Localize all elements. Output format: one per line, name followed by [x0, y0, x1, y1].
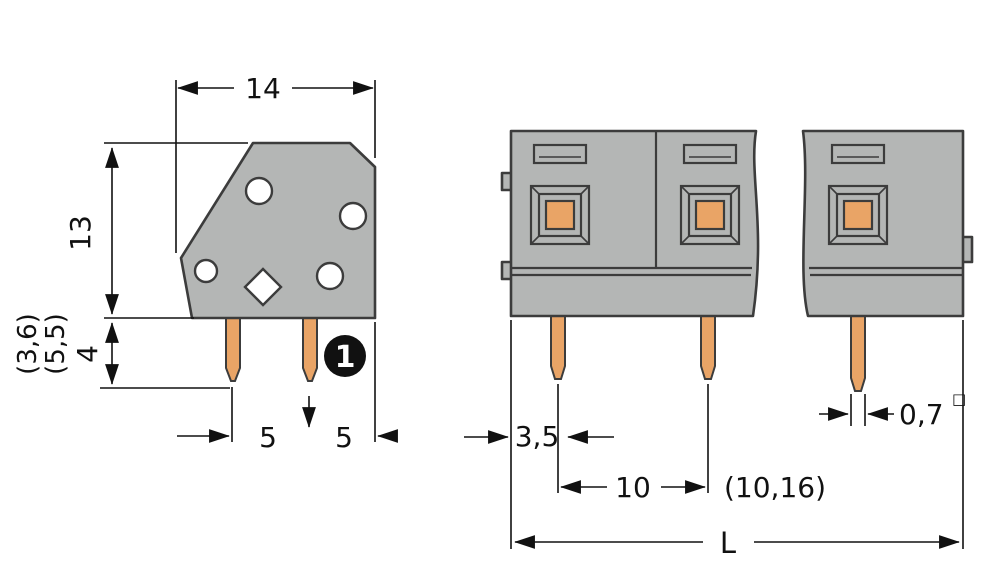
terminal-body-front-right [801, 129, 965, 318]
clamp-opening-mid [687, 192, 733, 238]
clamp-bevel [878, 235, 888, 245]
badge-number: 1 [335, 340, 356, 375]
clamp-bevel [828, 235, 838, 245]
diamond-hole [243, 267, 283, 307]
dim-label-pin-width: 0,7 [899, 398, 944, 431]
clamp-bevel [580, 235, 590, 245]
terminal-body-side [179, 141, 377, 320]
solder-pin-front-3 [850, 315, 866, 392]
top-slot [532, 143, 588, 165]
dim-label-alt-height-2: (5,5) [41, 313, 71, 375]
dim-label-body-width: 14 [245, 72, 281, 105]
top-slot [830, 143, 886, 165]
clamp-opening-outer [827, 184, 889, 246]
solder-pin-side-left [225, 317, 241, 382]
badge-circle [324, 335, 366, 377]
hole-left [193, 258, 219, 284]
top-slot [682, 143, 738, 165]
clamp-opening-outer [679, 184, 741, 246]
front-view [500, 129, 974, 392]
dim-label-alt-height-1: (3,6) [13, 313, 43, 375]
hole-top [244, 176, 274, 206]
clamp-bevel [730, 185, 740, 195]
module-1 [529, 143, 591, 246]
dimensions: 14 13 (3,6) (5,5) 4 5 5 3,5 10 (10,16) 0… [13, 72, 966, 560]
clamp-bevel [730, 235, 740, 245]
module-2 [679, 143, 741, 246]
clamp-spring [842, 199, 874, 231]
clamp-bevel [530, 235, 540, 245]
clamp-opening-mid [835, 192, 881, 238]
dim-label-pin-length: 4 [71, 345, 104, 363]
clamp-spring [694, 199, 726, 231]
dim-label-total-length: L [720, 526, 736, 560]
dim-label-pin-width-mark: □ [952, 390, 966, 408]
dim-label-pin-spacing-b: 5 [335, 421, 353, 454]
hole-bottom-right [315, 261, 345, 291]
solder-pin-front-2 [700, 315, 716, 380]
clamp-bevel [828, 185, 838, 195]
dim-label-pin-spacing-a: 5 [259, 421, 277, 454]
clamp-bevel [878, 185, 888, 195]
dim-label-edge-to-pin: 3,5 [515, 420, 560, 453]
clamp-bevel [680, 235, 690, 245]
dim-label-pin-pitch: 10 [615, 471, 651, 504]
dim-label-pin-pitch-alt: (10,16) [724, 471, 826, 504]
clamp-bevel [580, 185, 590, 195]
solder-pin-side-right [302, 317, 318, 382]
clamp-bevel [530, 185, 540, 195]
clamp-opening-outer [529, 184, 591, 246]
position-badge: 1 [324, 335, 366, 377]
solder-pin-front-1 [550, 315, 566, 380]
side-view: 1 [179, 141, 377, 382]
clamp-bevel [680, 185, 690, 195]
clamp-spring [544, 199, 576, 231]
hole-right [338, 201, 368, 231]
dim-label-body-height: 13 [64, 215, 97, 251]
terminal-body-front-left [509, 129, 760, 318]
clamp-opening-mid [537, 192, 583, 238]
module-3 [827, 143, 889, 246]
